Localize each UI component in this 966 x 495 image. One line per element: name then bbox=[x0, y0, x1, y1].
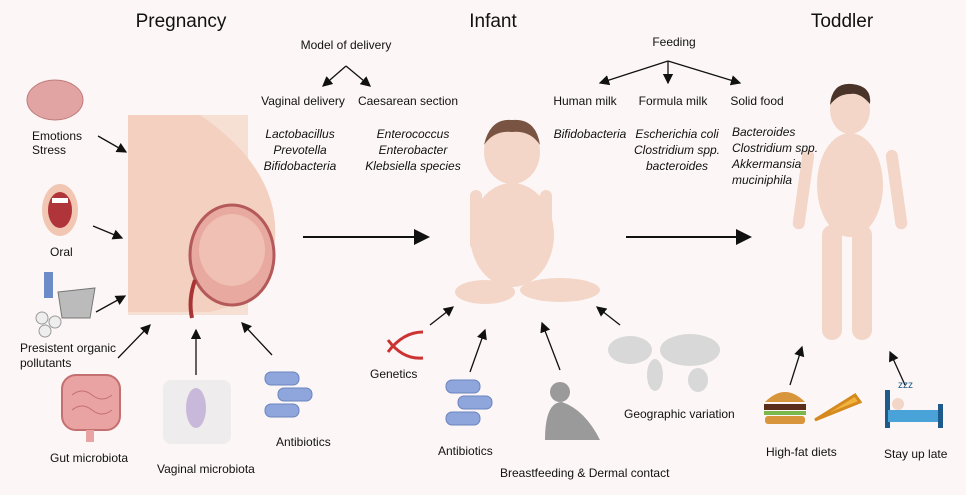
stress-label: Stress bbox=[32, 143, 67, 157]
stage-toddler: Toddler bbox=[810, 11, 874, 32]
arrows bbox=[92, 60, 906, 386]
pollutants-label-1: Presistent organic bbox=[20, 341, 117, 355]
vaginal-delivery-label: Vaginal delivery bbox=[261, 94, 345, 108]
antibiotics-label-pregnancy: Antibiotics bbox=[276, 435, 331, 449]
pregnant-woman-illustration bbox=[128, 115, 276, 319]
dna-icon bbox=[386, 330, 424, 360]
geographic-label: Geographic variation bbox=[624, 407, 735, 421]
stage-infant: Infant bbox=[469, 11, 517, 32]
human-milk-label: Human milk bbox=[553, 94, 617, 108]
pills-icon bbox=[264, 371, 313, 418]
breastfeeding-label: Breastfeeding & Dermal contact bbox=[500, 466, 670, 480]
stay-up-late-label: Stay up late bbox=[884, 447, 948, 461]
zzz-icon: zzz bbox=[898, 380, 913, 391]
pollutants-label-2: pollutants bbox=[20, 356, 72, 370]
caesarean-label: Caesarean section bbox=[357, 94, 459, 108]
solid-food-label: Solid food bbox=[730, 94, 784, 108]
bed-icon bbox=[885, 390, 943, 428]
breastfeeding-icon bbox=[545, 382, 600, 440]
oral-label: Oral bbox=[50, 245, 73, 259]
pizza-icon bbox=[814, 392, 863, 422]
vaginal-microbiota-icon bbox=[163, 380, 231, 444]
delivery-title: Model of delivery bbox=[300, 38, 392, 52]
pills-icon bbox=[445, 379, 493, 426]
vaginal-microbiota-label: Vaginal microbiota bbox=[157, 462, 255, 476]
formula-milk-label: Formula milk bbox=[638, 94, 708, 108]
human-milk-bacteria-list: Bifidobacteria bbox=[553, 127, 627, 141]
genetics-label: Genetics bbox=[370, 367, 418, 381]
gut-microbiota-label: Gut microbiota bbox=[50, 451, 129, 465]
intestine-icon bbox=[61, 374, 121, 442]
high-fat-diets-label: High-fat diets bbox=[766, 445, 837, 459]
antibiotics-label-infant: Antibiotics bbox=[438, 444, 493, 458]
pollutants-icon bbox=[35, 272, 96, 338]
infant-illustration bbox=[455, 119, 600, 304]
brain-icon bbox=[26, 79, 84, 121]
world-map-icon bbox=[608, 334, 720, 392]
burger-icon bbox=[764, 392, 806, 424]
feeding-title: Feeding bbox=[652, 35, 696, 49]
toddler-illustration bbox=[792, 83, 908, 340]
stage-pregnancy: Pregnancy bbox=[135, 11, 227, 32]
emotions-label: Emotions bbox=[32, 129, 83, 143]
